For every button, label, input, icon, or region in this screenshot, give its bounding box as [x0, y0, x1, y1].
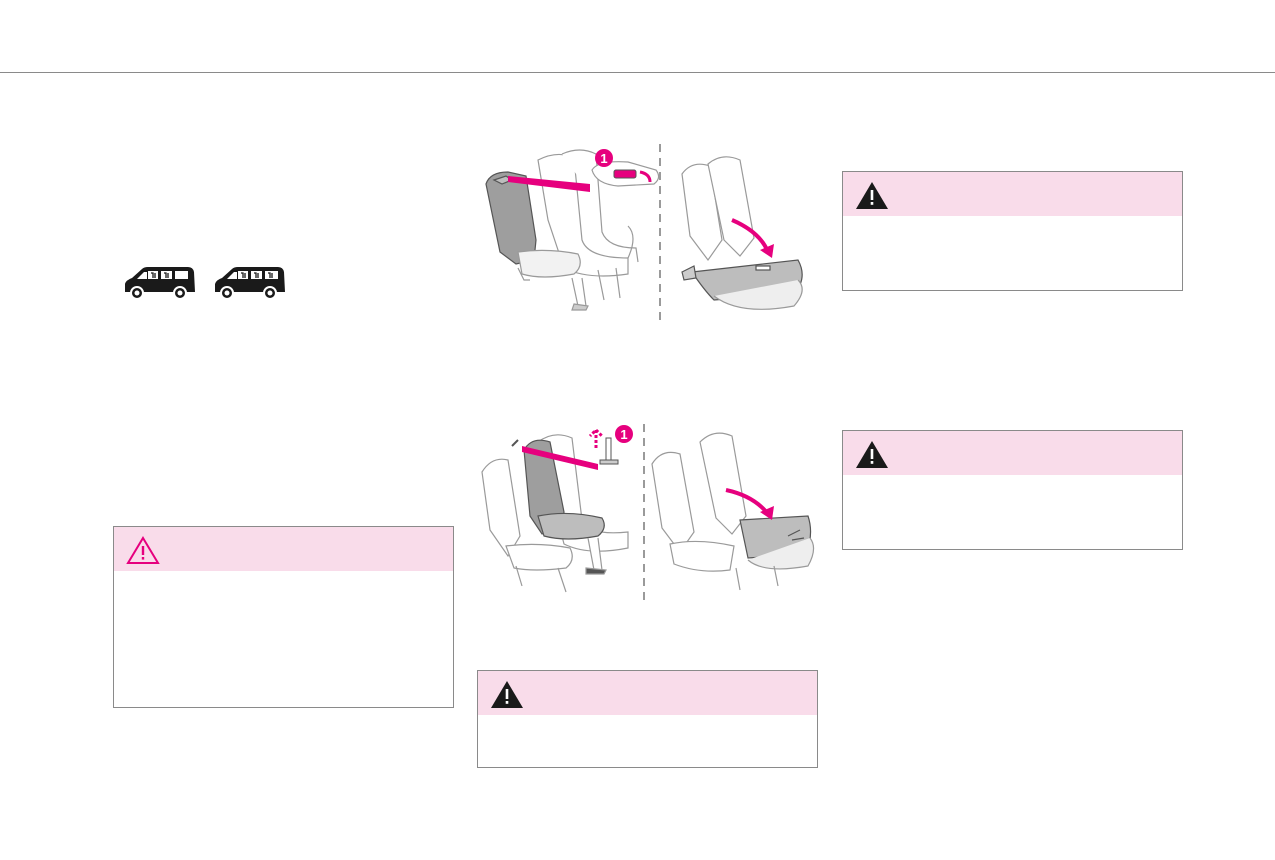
warning-panel-header	[843, 431, 1182, 475]
warning-panel-3	[842, 171, 1183, 291]
warning-panel-header	[843, 172, 1182, 216]
van-7-seat-icon	[215, 267, 285, 300]
header-rule	[0, 72, 1275, 73]
rear-seat-icon	[481, 434, 629, 593]
warning-panel-1	[113, 526, 454, 708]
warning-body	[843, 216, 1182, 290]
svg-text:1: 1	[620, 427, 627, 442]
fold-seat-illustration-1: 1	[478, 140, 818, 320]
warning-panel-header	[478, 671, 817, 715]
warning-panel-4	[842, 430, 1183, 550]
warning-body	[478, 715, 817, 767]
warning-panel-2	[477, 670, 818, 768]
warning-filled-icon	[856, 182, 888, 209]
warning-body	[114, 571, 453, 707]
warning-panel-header	[114, 527, 453, 571]
warning-body	[843, 475, 1182, 549]
seat-release-strap-icon	[588, 426, 619, 465]
vehicle-versions	[122, 266, 292, 300]
svg-text:1: 1	[600, 151, 607, 166]
seat-release-lever-icon	[591, 161, 660, 187]
fold-seat-illustration-2: 1	[478, 420, 818, 600]
warning-filled-icon	[491, 681, 523, 708]
warning-outline-icon	[126, 536, 160, 564]
warning-filled-icon	[856, 441, 888, 468]
van-5-seat-icon	[125, 267, 195, 300]
